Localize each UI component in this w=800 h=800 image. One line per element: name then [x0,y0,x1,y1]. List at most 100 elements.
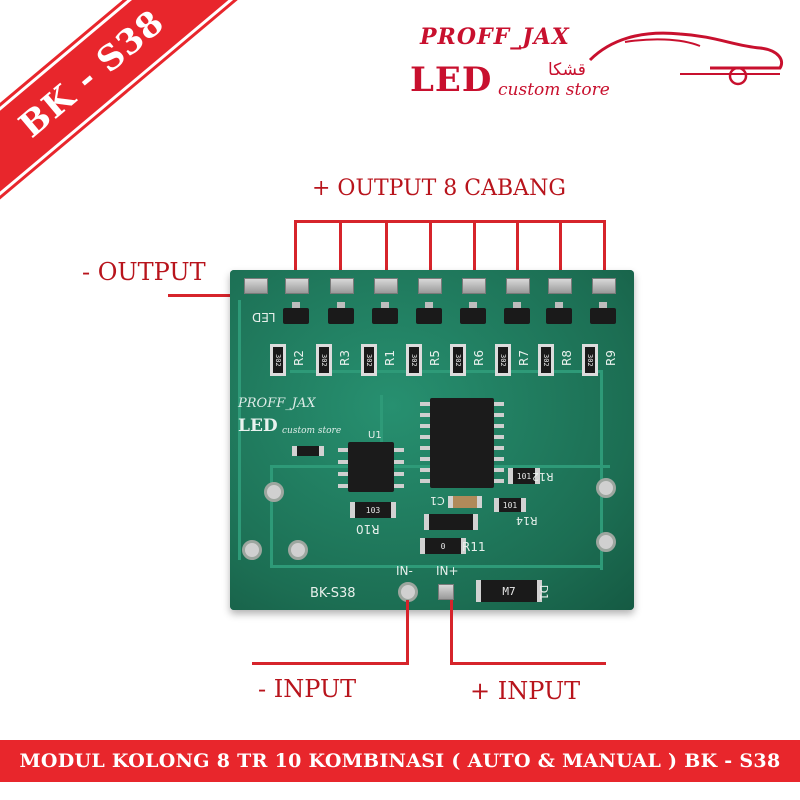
trace [270,565,600,568]
resistor: 302 [582,344,598,376]
u1-label: U1 [368,430,382,441]
bottom-strip [0,782,800,800]
transistor [546,302,572,324]
negative-output-wire [168,294,252,297]
output-wire [603,220,606,278]
resistor-label: R1 [383,350,397,366]
board-watermark-name: PROFF_JAX [238,396,316,411]
ic-pin [338,472,348,476]
logo-led: LED [410,60,493,100]
ic-pin [420,446,430,450]
output-bus-wire [294,220,606,223]
positive-input-wire [450,662,606,665]
output-wire [429,220,432,278]
via-hole [288,540,308,560]
ic-pin [494,468,504,472]
small-resistor [292,446,324,456]
main-ic [430,398,494,488]
resistor-r11: 0 [420,538,466,554]
board-watermark-led: LED [238,416,278,436]
ic-pin [420,479,430,483]
output-wire [294,220,297,278]
product-title-banner: MODUL KOLONG 8 TR 10 KOMBINASI ( AUTO & … [0,740,800,782]
trace [600,370,603,570]
diode-component [424,514,478,530]
output-pad [592,278,616,294]
board-watermark-store: custom store [282,426,342,436]
trace [238,300,241,560]
transistor [504,302,530,324]
r10-label: R10 [356,522,380,536]
ic-pin [338,448,348,452]
ic-pin [494,457,504,461]
diode-d1: M7 [476,580,542,602]
ic-pin [494,435,504,439]
ic-pin [338,460,348,464]
label-positive-input: + INPUT [470,677,581,705]
resistor: 302 [270,344,286,376]
input-minus-hole [398,582,418,602]
d1-label: D1 [537,584,551,601]
u1-ic [348,442,394,492]
output-pad [285,278,309,294]
output-wire [385,220,388,278]
ic-pin [494,479,504,483]
pcb-board: LED 302 302 302 302 302 302 302 302 R2 R… [230,270,634,610]
r11-label: R11 [462,540,486,554]
resistor-label: R2 [292,350,306,366]
resistor-r14: 101 [494,498,526,512]
resistor-label: R6 [472,350,486,366]
ic-pin [420,424,430,428]
trace [270,465,273,565]
ic-pin [394,460,404,464]
ic-pin [338,484,348,488]
resistor: 302 [316,344,332,376]
in-plus-label: IN+ [436,564,459,578]
transistor [328,302,354,324]
label-negative-input: - INPUT [258,675,357,703]
ic-pin [420,457,430,461]
ic-pin [420,413,430,417]
negative-output-pad [244,278,268,294]
product-code-text: BK - S38 [11,2,173,146]
resistor-label: R7 [517,350,531,366]
resistor: 302 [495,344,511,376]
resistor-label: R8 [560,350,574,366]
via-hole [596,532,616,552]
product-code-ribbon: BK - S38 [0,0,245,210]
output-pad [462,278,486,294]
ic-pin [394,484,404,488]
trace [290,370,600,373]
transistor [460,302,486,324]
ic-pin [494,424,504,428]
ic-pin [420,402,430,406]
output-pad [330,278,354,294]
resistor-label: R5 [428,350,442,366]
ic-pin [420,435,430,439]
resistor-label: R9 [604,350,618,366]
store-logo: PROFF_JAX LED قشكا custom store [410,20,790,110]
resistor-r12: 101 [508,468,540,484]
transistor [590,302,616,324]
r14-label: R14 [516,514,538,527]
r12-label: R12 [532,470,554,483]
board-code-silkscreen: BK-S38 [310,586,356,601]
via-hole [596,478,616,498]
transistor [416,302,442,324]
ic-pin [394,472,404,476]
product-title: MODUL KOLONG 8 TR 10 KOMBINASI ( AUTO & … [19,750,781,772]
resistor: 302 [361,344,377,376]
ic-pin [494,413,504,417]
output-pad [418,278,442,294]
resistor: 302 [538,344,554,376]
logo-name: PROFF_JAX [420,24,570,50]
via-hole [264,482,284,502]
resistor-r10: 103 [350,502,396,518]
logo-store: custom store [498,80,610,100]
transistor [283,302,309,324]
output-wire [473,220,476,278]
led-silkscreen: LED [252,310,276,324]
capacitor-c1 [448,496,482,508]
output-wire [516,220,519,278]
